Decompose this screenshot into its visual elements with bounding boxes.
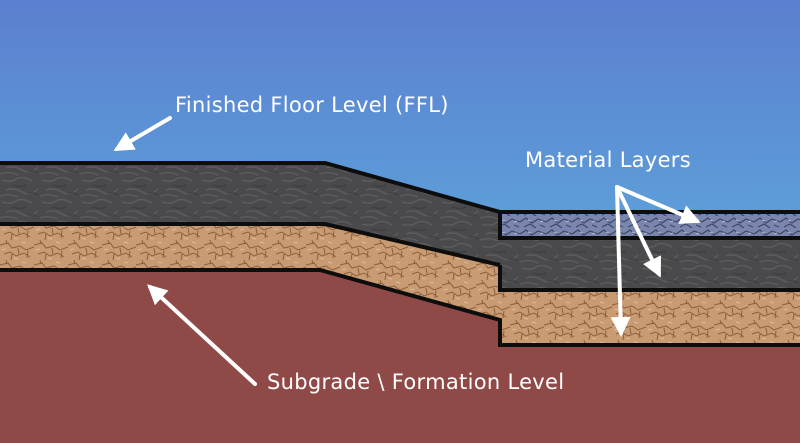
ffl-arrow-icon [113, 116, 172, 152]
gravel-base-layer [0, 224, 800, 345]
finished-floor-level-label: Finished Floor Level (FFL) [175, 93, 449, 117]
material-arrow-bottom-icon [610, 185, 631, 337]
subgrade-layer [0, 270, 800, 443]
material-arrow-middle-icon [615, 185, 662, 278]
subgrade-formation-level-label: Subgrade \ Formation Level [267, 370, 565, 394]
paver-top-layer [500, 212, 800, 238]
material-layers-label: Material Layers [525, 148, 691, 172]
material-arrow-top-icon [615, 185, 701, 224]
subgrade-arrow-icon [147, 284, 257, 386]
layer-outlines [0, 161, 800, 347]
asphalt-layer [0, 163, 800, 290]
